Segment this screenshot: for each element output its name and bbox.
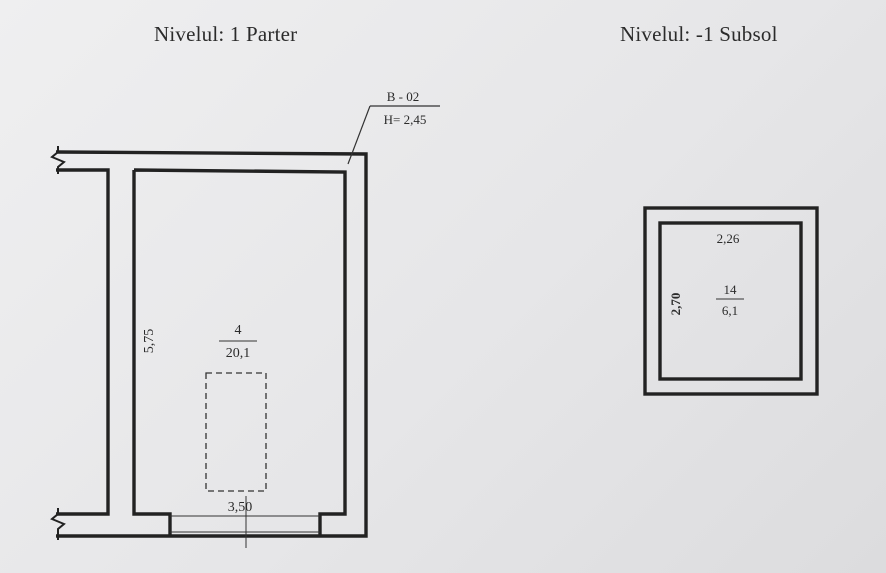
room-number: 4	[235, 323, 242, 338]
basement-room-area: 6,1	[722, 303, 738, 318]
wall-break-top	[50, 146, 66, 174]
outer-wall	[55, 150, 368, 538]
dimension-width: 3,50	[228, 500, 253, 515]
level-1-title: Nivelul: 1 Parter	[154, 22, 298, 46]
opening-dimension	[170, 496, 320, 548]
basement-dimension-width: 2,26	[717, 231, 740, 246]
partition-wall	[56, 168, 110, 516]
dimension-length: 5,75	[142, 329, 157, 354]
level-1-plan	[50, 146, 368, 540]
inner-wall	[132, 168, 347, 536]
tag-code: B - 02	[387, 89, 420, 104]
tag-height: H= 2,45	[384, 112, 427, 127]
wall-break-bottom	[50, 508, 66, 540]
level-minus1-title: Nivelul: -1 Subsol	[620, 22, 778, 46]
room-area: 20,1	[226, 346, 251, 361]
room-tag	[347, 105, 440, 165]
basement-dimension-length: 2,70	[668, 293, 683, 316]
basement-room-number: 14	[724, 282, 738, 297]
outer-wall	[643, 206, 819, 396]
inner-wall	[658, 221, 803, 381]
level-minus1-plan	[643, 206, 819, 396]
dashed-fixture	[205, 372, 267, 492]
